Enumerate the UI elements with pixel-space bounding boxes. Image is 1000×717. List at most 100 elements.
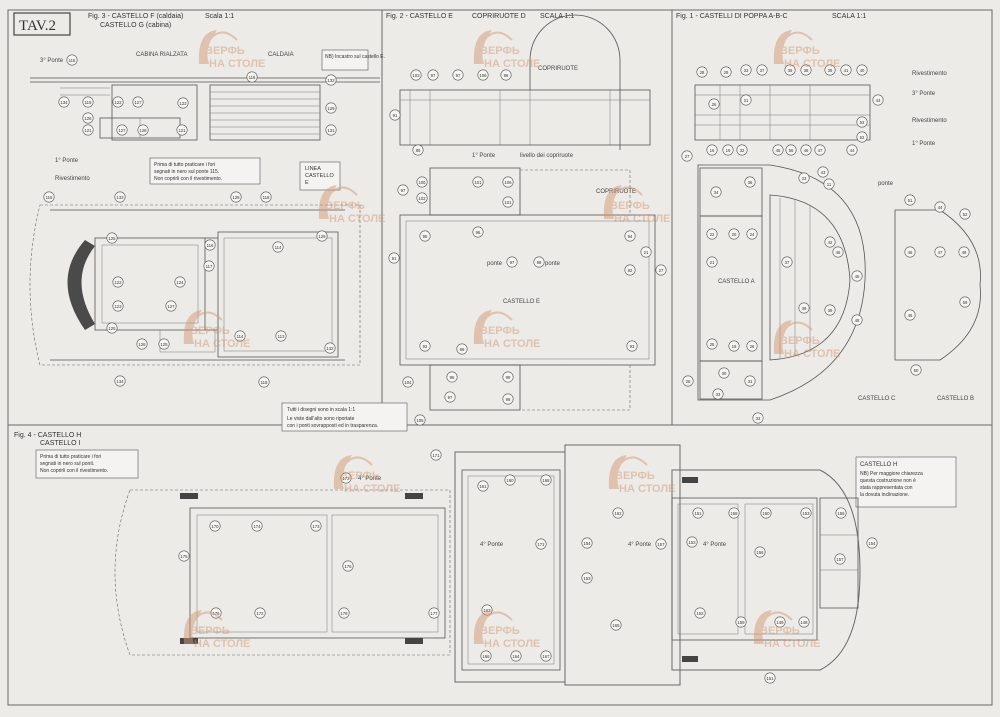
fig4-castello-h-box <box>855 456 957 508</box>
part-number: 24 <box>750 232 755 237</box>
part-marker <box>480 650 492 662</box>
part-marker <box>316 230 328 242</box>
part-number: 104 <box>404 380 412 385</box>
part-marker <box>251 520 263 532</box>
part-number: 102 <box>418 196 426 201</box>
fig3-linea-3: E <box>305 180 309 186</box>
svg-text:ВЕРФЬ: ВЕРФЬ <box>480 45 520 57</box>
part-marker <box>209 520 221 532</box>
part-marker <box>428 607 440 619</box>
part-number: 174 <box>253 524 261 529</box>
part-marker <box>502 371 514 383</box>
part-marker <box>851 314 863 326</box>
part-number: 47 <box>938 250 943 255</box>
part-marker <box>832 246 844 258</box>
part-number: 129 <box>327 106 335 111</box>
part-number: 46 <box>804 148 809 153</box>
fig2-elevation <box>399 14 651 150</box>
part-marker <box>338 607 350 619</box>
part-number: 53 <box>860 120 865 125</box>
part-marker <box>686 536 698 548</box>
part-number: 50 <box>914 368 919 373</box>
part-marker <box>444 391 456 403</box>
part-number: 132 <box>327 78 335 83</box>
part-number: 101 <box>504 200 512 205</box>
part-number: 25 <box>710 342 715 347</box>
svg-text:НА СТОЛЕ: НА СТОЛЕ <box>194 338 250 350</box>
fig1-castello-a: CASTELLO A <box>718 279 755 285</box>
part-marker <box>706 256 718 268</box>
fig3-fori-line2: segnati in nero sul ponte 115. <box>154 169 219 175</box>
part-number: 126 <box>84 116 92 121</box>
part-marker <box>640 246 652 258</box>
part-number: 157 <box>657 542 665 547</box>
part-marker <box>176 124 188 136</box>
part-number: 175 <box>180 554 188 559</box>
part-marker <box>477 69 489 81</box>
fig4-note-box <box>35 449 139 479</box>
part-marker <box>835 507 847 519</box>
part-marker <box>165 300 177 312</box>
part-marker <box>752 412 764 424</box>
part-number: 163 <box>483 608 491 613</box>
part-marker <box>456 343 468 355</box>
part-marker <box>540 650 552 662</box>
fig4-note-2: segnati in nero sul ponti. <box>40 461 94 467</box>
part-number: 170 <box>211 524 219 529</box>
part-number: 168 <box>542 478 550 483</box>
part-number: 176 <box>212 611 220 616</box>
part-marker <box>502 393 514 405</box>
part-marker <box>744 176 756 188</box>
part-number: 94 <box>628 234 633 239</box>
fig3-curved-wall <box>67 240 95 330</box>
part-number: 36 <box>748 180 753 185</box>
part-number: 149 <box>776 620 784 625</box>
part-marker <box>712 388 724 400</box>
part-marker <box>540 474 552 486</box>
svg-text:НА СТОЛЕ: НА СТОЛЕ <box>484 338 540 350</box>
part-marker <box>502 196 514 208</box>
svg-text:ВЕРФЬ: ВЕРФЬ <box>205 45 245 57</box>
fig2-note-2: Le viste dall'alto sono riportate <box>287 416 355 422</box>
part-marker <box>174 276 186 288</box>
part-number: 171 <box>537 542 545 547</box>
fig3-ponte1-label: 1° Ponte <box>55 158 79 164</box>
part-number: 45 <box>836 250 841 255</box>
part-marker <box>204 239 216 251</box>
part-marker <box>817 166 829 178</box>
part-number: 125 <box>108 236 116 241</box>
part-number: 41 <box>844 68 849 73</box>
part-number: 52 <box>860 135 865 140</box>
svg-text:ВЕРФЬ: ВЕРФЬ <box>190 325 230 337</box>
part-number: 127 <box>167 304 175 309</box>
part-number: 159 <box>737 620 745 625</box>
part-number: 43 <box>821 170 826 175</box>
part-number: 153 <box>583 576 591 581</box>
part-number: 128 <box>139 128 147 133</box>
part-marker <box>416 192 428 204</box>
part-marker <box>904 246 916 258</box>
svg-text:ВЕРФЬ: ВЕРФЬ <box>480 325 520 337</box>
part-marker <box>581 537 593 549</box>
part-number: 32 <box>740 148 745 153</box>
part-marker <box>814 144 826 156</box>
svg-text:НА СТОЛЕ: НА СТОЛЕ <box>329 213 385 225</box>
part-marker <box>116 124 128 136</box>
part-marker <box>275 330 287 342</box>
part-marker <box>824 236 836 248</box>
part-marker <box>112 276 124 288</box>
fig3-plan <box>29 204 361 366</box>
svg-text:ВЕРФЬ: ВЕРФЬ <box>760 625 800 637</box>
fig1-elevation <box>694 84 871 141</box>
part-marker <box>342 560 354 572</box>
svg-text:НА СТОЛЕ: НА СТОЛЕ <box>344 483 400 495</box>
fig2-note-box <box>281 402 408 432</box>
part-marker <box>728 340 740 352</box>
part-marker <box>452 69 464 81</box>
part-marker <box>959 296 971 308</box>
part-number: 158 <box>730 511 738 516</box>
part-number: 48 <box>962 250 967 255</box>
part-number: 22 <box>710 232 715 237</box>
